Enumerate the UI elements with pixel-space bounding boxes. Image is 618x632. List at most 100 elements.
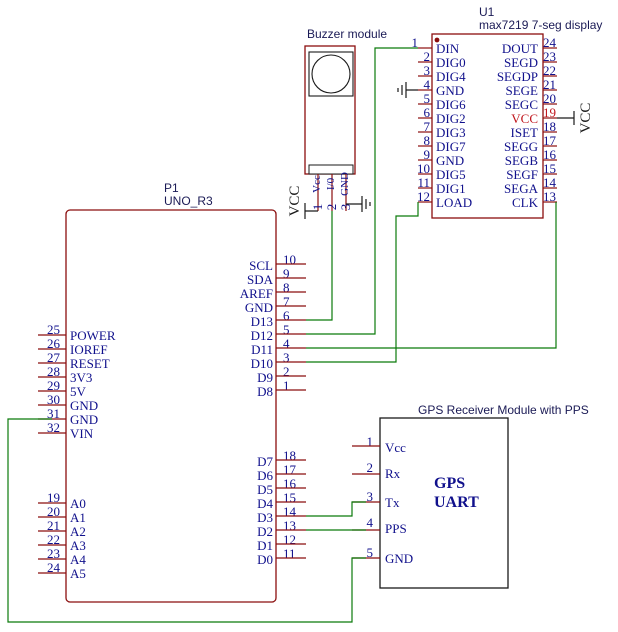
p1-pin-a3: A3	[70, 538, 86, 553]
u1-pin-sege: SEGE	[506, 83, 539, 98]
p1-pin-num-22: 22	[47, 532, 60, 547]
gps-pin-rx: Rx	[385, 466, 401, 481]
p1-ref: P1	[164, 181, 179, 195]
p1-pin-num-32: 32	[47, 420, 60, 435]
p1-pin-d6: D6	[257, 468, 273, 483]
u1-pin-num-15: 15	[543, 161, 556, 176]
gps-pin-pps: PPS	[385, 521, 407, 536]
u1-pin-num-22: 22	[543, 63, 556, 78]
p1-pin-scl: SCL	[249, 258, 273, 273]
buzzer-pin-gnd: GND	[339, 172, 351, 196]
p1-pin-a5: A5	[70, 566, 86, 581]
p1-pin-num-11: 11	[283, 546, 296, 561]
u1-pin-segf: SEGF	[506, 167, 538, 182]
p1-pin-num-20: 20	[47, 504, 60, 519]
p1-pin-num-21: 21	[47, 518, 60, 533]
p1-pin-num-10: 10	[283, 252, 296, 267]
p1-pin-num-26: 26	[47, 336, 61, 351]
p1-pin-num-12: 12	[283, 532, 296, 547]
p1-pin-gnd-b: GND	[70, 412, 98, 427]
u1-pin-num-21: 21	[543, 77, 556, 92]
u1-pin-num-18: 18	[543, 119, 556, 134]
u1-pin-num-9: 9	[424, 147, 431, 162]
u1-pin-num-12: 12	[417, 189, 430, 204]
u1-pin-num-16: 16	[543, 147, 557, 162]
wire-d13-buzzer-io	[306, 211, 333, 321]
p1-pin-d3: D3	[257, 510, 273, 525]
gps-pin-num-5: 5	[367, 545, 374, 560]
p1-pin-num-6: 6	[283, 308, 290, 323]
gps-pin-gnd: GND	[385, 551, 413, 566]
gps-pin-vcc: Vcc	[385, 440, 406, 455]
p1-pin-5v: 5V	[70, 384, 87, 399]
buzzer-pin-num-1: 1	[310, 204, 325, 211]
wires	[7, 47, 557, 623]
u1-pin-vcc: VCC	[511, 111, 538, 126]
p1-pin-ioref: IOREF	[70, 342, 108, 357]
gps-title: GPS Receiver Module with PPS	[418, 403, 589, 417]
u1-pin-sega: SEGA	[504, 181, 539, 196]
p1-pin-num-14: 14	[283, 504, 297, 519]
p1-pin-num-8: 8	[283, 280, 290, 295]
u1-pin-segd: SEGD	[504, 55, 538, 70]
u1-pin-dig2: DIG2	[436, 111, 466, 126]
u1-pin-num-10: 10	[417, 161, 430, 176]
buzzer-speaker-icon	[311, 54, 351, 94]
u1-pin-din: DIN	[436, 41, 460, 56]
p1-pin-num-9: 9	[283, 266, 290, 281]
p1-pin-a1: A1	[70, 510, 86, 525]
p1-pin-3v3: 3V3	[70, 370, 92, 385]
u1-max7219: U1 max7219 7-seg display 1 DIN 2 DIG0 3 …	[412, 5, 602, 219]
u1-pin-dig7: DIG7	[436, 139, 466, 154]
p1-pin-d9: D9	[257, 370, 273, 385]
gps-pin-num-4: 4	[367, 515, 374, 530]
p1-pin-num-28: 28	[47, 364, 60, 379]
p1-pin-d0: D0	[257, 552, 273, 567]
gps-pin-tx: Tx	[385, 495, 400, 510]
p1-pin-reset: RESET	[70, 356, 110, 371]
p1-pin-a4: A4	[70, 552, 86, 567]
p1-pin-power: POWER	[70, 328, 116, 343]
u1-pin1-marker	[434, 37, 440, 43]
u1-pin-num-5: 5	[424, 91, 431, 106]
u1-pin-num-13: 13	[543, 189, 556, 204]
p1-pin-num-25: 25	[47, 322, 60, 337]
u1-value: max7219 7-seg display	[479, 18, 602, 32]
gps-pin-num-2: 2	[367, 460, 374, 475]
gps-pin-num-3: 3	[367, 489, 374, 504]
gps-label-line2: UART	[434, 494, 479, 511]
p1-pin-num-23: 23	[47, 546, 60, 561]
u1-pin-iset: ISET	[511, 125, 539, 140]
u1-vcc-symbol: VCC	[557, 103, 594, 133]
u1-pin-load: LOAD	[436, 195, 472, 210]
p1-pin-num-7: 7	[283, 294, 290, 309]
u1-pin-num-14: 14	[543, 175, 557, 190]
p1-pin-d1: D1	[257, 538, 273, 553]
wire-d12-u1-din	[306, 47, 418, 335]
p1-pin-num-13: 13	[283, 518, 296, 533]
u1-pin-num-20: 20	[543, 91, 556, 106]
p1-pin-num-17: 17	[283, 462, 297, 477]
p1-pin-d10: D10	[251, 356, 273, 371]
p1-uno-r3: P1 UNO_R3 25 POWER 26 IOREF 27 RESET 28 …	[47, 181, 297, 603]
p1-pin-d7: D7	[257, 454, 273, 469]
u1-pin-segc: SEGC	[505, 97, 538, 112]
p1-pin-num-5: 5	[283, 322, 290, 337]
p1-pin-num-27: 27	[47, 350, 61, 365]
p1-body	[65, 209, 277, 603]
u1-pin-dig3: DIG3	[436, 125, 466, 140]
buzzer-module: Buzzer module Vcc I/0 GND 1 2 3 VCC	[287, 27, 387, 219]
u1-pin-dig6: DIG6	[436, 97, 466, 112]
u1-pin-num-17: 17	[543, 133, 557, 148]
u1-pin-num-1: 1	[412, 35, 419, 50]
u1-pin-num-6: 6	[424, 105, 431, 120]
u1-pin-num-7: 7	[424, 119, 431, 134]
p1-pin-gnd-r: GND	[245, 300, 273, 315]
buzzer-header	[308, 164, 354, 175]
u1-pin-dig0: DIG0	[436, 55, 466, 70]
p1-pin-d11: D11	[251, 342, 273, 357]
u1-pin-num-2: 2	[424, 49, 431, 64]
u1-pin-num-8: 8	[424, 133, 431, 148]
p1-pin-num-29: 29	[47, 378, 60, 393]
buzzer-pin-io: I/0	[325, 177, 337, 190]
